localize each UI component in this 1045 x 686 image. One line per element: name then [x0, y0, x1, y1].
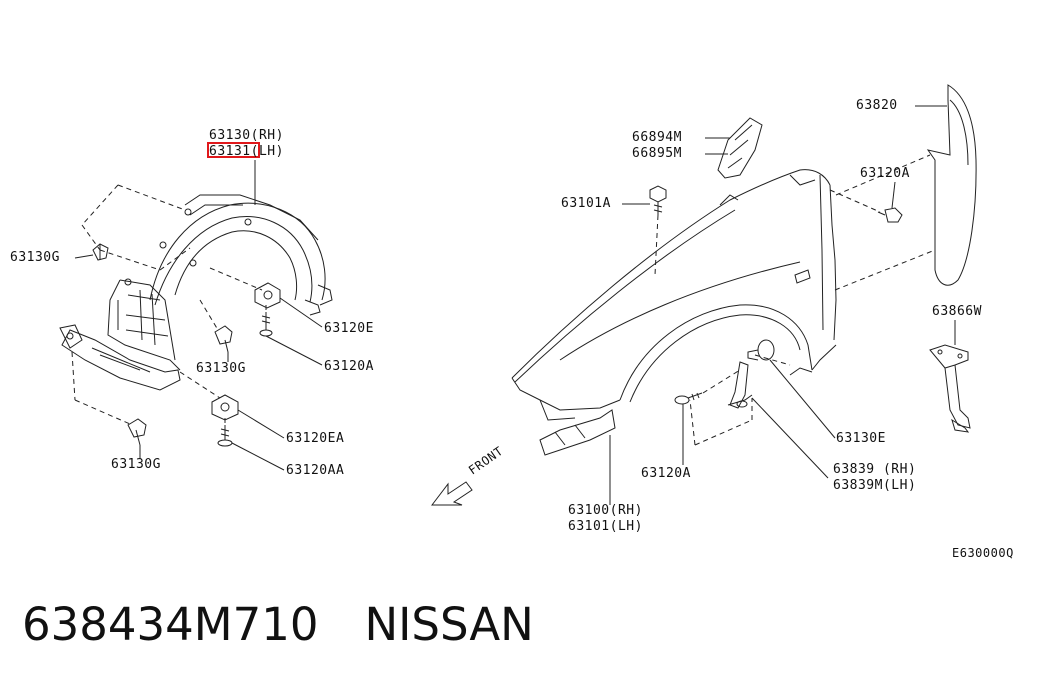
label-63130-rh: 63130(RH) [209, 128, 284, 143]
label-63839m-lh: 63839M(LH) [833, 478, 917, 493]
part-number: 638434M710 [22, 598, 319, 651]
label-63101a: 63101A [561, 196, 611, 211]
label-63101-lh: 63101(LH) [568, 519, 643, 534]
front-arrow-icon [432, 482, 472, 505]
label-63120a-left: 63120A [324, 359, 374, 374]
mud-guard-63820-drawing [928, 85, 976, 285]
clip-63120a-right-drawing [878, 208, 902, 222]
label-63820: 63820 [856, 98, 898, 113]
bracket-63839-drawing [728, 362, 752, 408]
bracket-66894m-drawing [718, 118, 762, 178]
label-63866w: 63866W [932, 304, 982, 319]
bracket-63866w-drawing [930, 345, 970, 432]
label-66894m: 66894M [632, 130, 682, 145]
label-63120e: 63120E [324, 321, 374, 336]
brand-name: NISSAN [364, 598, 534, 651]
label-63130g-bottom: 63130G [111, 457, 161, 472]
label-63130e: 63130E [836, 431, 886, 446]
right-leaders [610, 106, 955, 505]
label-63100-rh: 63100(RH) [568, 503, 643, 518]
screw-63120a-lower-drawing [675, 393, 702, 404]
label-63130g-left: 63130G [10, 250, 60, 265]
highlight-box [207, 142, 260, 158]
label-66895m: 66895M [632, 146, 682, 161]
label-63120a-lower: 63120A [641, 466, 691, 481]
left-leaders [75, 160, 322, 470]
label-63120a-right: 63120A [860, 166, 910, 181]
front-fender-drawing [512, 170, 836, 455]
label-63131-lh: 63131(LH) [209, 144, 284, 159]
right-guide-lines [655, 155, 935, 445]
label-63120aa: 63120AA [286, 463, 345, 478]
label-diagram-code: E630000Q [952, 546, 1014, 560]
footer-title: 638434M710 NISSAN [22, 598, 580, 651]
label-63839-rh: 63839 (RH) [833, 462, 917, 477]
label-63130g-middle: 63130G [196, 361, 246, 376]
stopper-63130e-drawing [748, 340, 774, 360]
bolt-63101a-drawing [650, 186, 666, 215]
fender-liner-drawing [60, 195, 332, 446]
left-guide-lines [72, 185, 266, 425]
label-63120ea: 63120EA [286, 431, 345, 446]
